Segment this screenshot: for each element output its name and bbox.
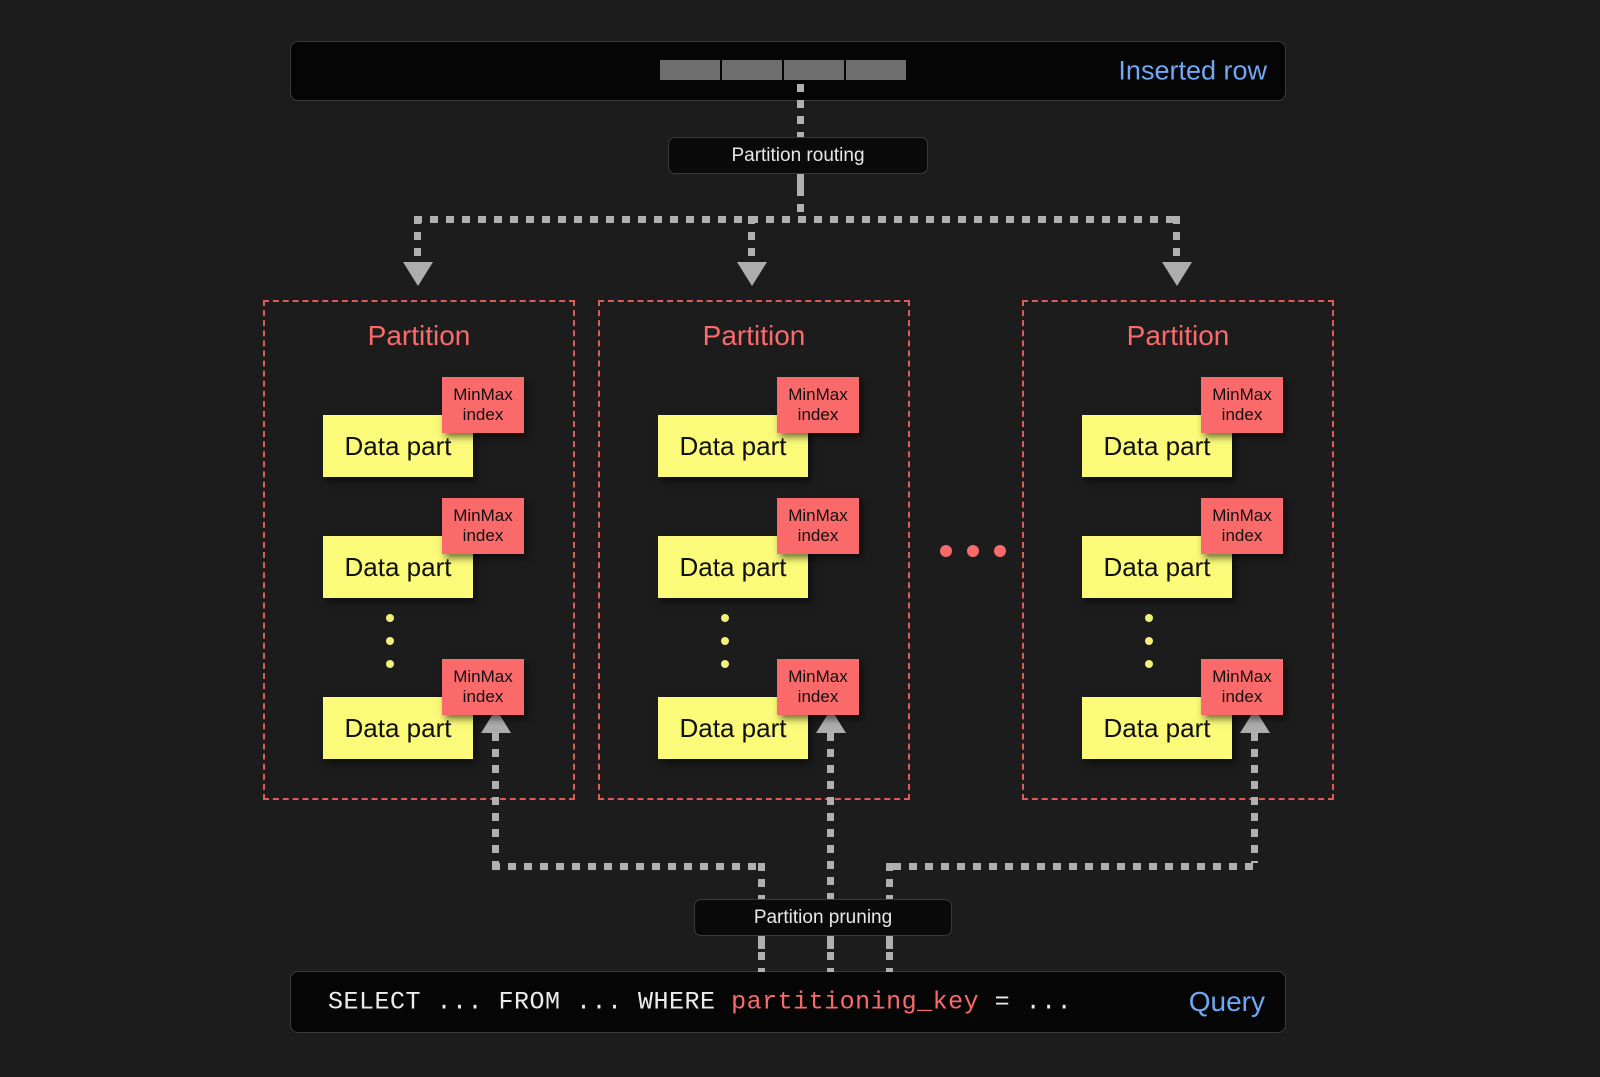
minmax-line-1: MinMax — [788, 667, 848, 687]
query-bar: SELECT ... FROM ... WHERE partitioning_k… — [290, 971, 1286, 1033]
connector-bus-to-partition-2 — [748, 216, 755, 264]
connector-routing-to-bus — [797, 172, 804, 220]
partition-box-1: Partition MinMax index Data part MinMax … — [263, 300, 575, 800]
minmax-line-2: index — [1221, 526, 1263, 545]
ellipsis-dot — [994, 545, 1006, 557]
connector-return-bus-right — [893, 863, 1258, 870]
minmax-line-1: MinMax — [1212, 506, 1272, 526]
connector-bus-to-partition-1 — [414, 216, 421, 264]
connector-pruning-to-query-mid — [827, 936, 834, 972]
query-text: SELECT ... FROM ... WHERE partitioning_k… — [328, 988, 1072, 1017]
data-part-group: MinMax index Data part — [1082, 498, 1283, 598]
data-parts-ellipsis — [386, 614, 396, 683]
minmax-index-box: MinMax index — [442, 377, 524, 433]
connector-return-bus-left — [492, 863, 765, 870]
inserted-row-bar: Inserted row — [290, 41, 1286, 101]
arrow-down-partition-2 — [737, 262, 767, 286]
row-cell — [722, 60, 782, 80]
partitions-ellipsis — [940, 545, 1006, 557]
ellipsis-dot — [1145, 660, 1153, 668]
ellipsis-dot — [386, 614, 394, 622]
partition-routing-chip: Partition routing — [668, 137, 928, 174]
data-part-group: MinMax index Data part — [1082, 659, 1283, 759]
minmax-line-1: MinMax — [788, 385, 848, 405]
connector-row-to-routing — [797, 84, 804, 189]
minmax-line-2: index — [462, 526, 504, 545]
inserted-row-label: Inserted row — [1118, 55, 1267, 86]
connector-pruning-to-query-right — [886, 936, 893, 972]
minmax-index-box: MinMax index — [1201, 498, 1283, 554]
minmax-line-2: index — [797, 526, 839, 545]
ellipsis-dot — [940, 545, 952, 557]
partition-title: Partition — [702, 320, 806, 351]
minmax-line-2: index — [797, 405, 839, 424]
query-partitioning-key: partitioning_key — [731, 987, 980, 1017]
connector-distribution-bus — [414, 216, 1180, 223]
minmax-line-2: index — [1221, 405, 1263, 424]
minmax-line-2: index — [462, 687, 504, 706]
partition-box-2: Partition MinMax index Data part MinMax … — [598, 300, 910, 800]
partition-box-3: Partition MinMax index Data part MinMax … — [1022, 300, 1334, 800]
connector-partition-1-return — [492, 733, 499, 863]
data-part-box: Data part — [658, 697, 808, 759]
inserted-row-cells — [660, 60, 906, 80]
data-part-group: MinMax index Data part — [658, 498, 859, 598]
query-suffix: = ... — [979, 987, 1073, 1017]
ellipsis-dot — [721, 660, 729, 668]
minmax-line-1: MinMax — [1212, 385, 1272, 405]
minmax-index-box: MinMax index — [1201, 377, 1283, 433]
minmax-index-box: MinMax index — [777, 659, 859, 715]
row-cell — [846, 60, 906, 80]
data-part-group: MinMax index Data part — [323, 659, 524, 759]
minmax-line-1: MinMax — [453, 385, 513, 405]
connector-partition-3-return — [1251, 733, 1258, 863]
minmax-line-2: index — [797, 687, 839, 706]
data-part-group: MinMax index Data part — [658, 377, 859, 477]
ellipsis-dot — [967, 545, 979, 557]
data-part-group: MinMax index Data part — [323, 377, 524, 477]
partition-title: Partition — [367, 320, 471, 351]
minmax-index-box: MinMax index — [442, 659, 524, 715]
connector-partition-2-return — [827, 733, 834, 949]
arrow-down-partition-3 — [1162, 262, 1192, 286]
ellipsis-dot — [386, 637, 394, 645]
connector-pruning-to-query-left — [758, 936, 765, 972]
partition-pruning-chip: Partition pruning — [694, 899, 952, 936]
data-part-group: MinMax index Data part — [1082, 377, 1283, 477]
minmax-line-2: index — [1221, 687, 1263, 706]
minmax-index-box: MinMax index — [777, 498, 859, 554]
minmax-line-1: MinMax — [788, 506, 848, 526]
data-part-box: Data part — [658, 415, 808, 477]
minmax-line-2: index — [462, 405, 504, 424]
minmax-line-1: MinMax — [1212, 667, 1272, 687]
arrow-down-partition-1 — [403, 262, 433, 286]
minmax-line-1: MinMax — [453, 667, 513, 687]
ellipsis-dot — [721, 614, 729, 622]
ellipsis-dot — [721, 637, 729, 645]
minmax-index-box: MinMax index — [777, 377, 859, 433]
query-label: Query — [1188, 986, 1265, 1017]
data-parts-ellipsis — [721, 614, 731, 683]
data-part-box: Data part — [1082, 415, 1232, 477]
connector-bus-to-partition-3 — [1173, 216, 1180, 264]
data-parts-ellipsis — [1145, 614, 1155, 683]
ellipsis-dot — [1145, 637, 1153, 645]
partition-title: Partition — [1126, 320, 1230, 351]
ellipsis-dot — [1145, 614, 1153, 622]
minmax-line-1: MinMax — [453, 506, 513, 526]
minmax-index-box: MinMax index — [1201, 659, 1283, 715]
data-part-group: MinMax index Data part — [323, 498, 524, 598]
row-cell — [660, 60, 720, 80]
query-prefix: SELECT ... FROM ... WHERE — [328, 987, 732, 1017]
row-cell — [784, 60, 844, 80]
minmax-index-box: MinMax index — [442, 498, 524, 554]
data-part-group: MinMax index Data part — [658, 659, 859, 759]
ellipsis-dot — [386, 660, 394, 668]
